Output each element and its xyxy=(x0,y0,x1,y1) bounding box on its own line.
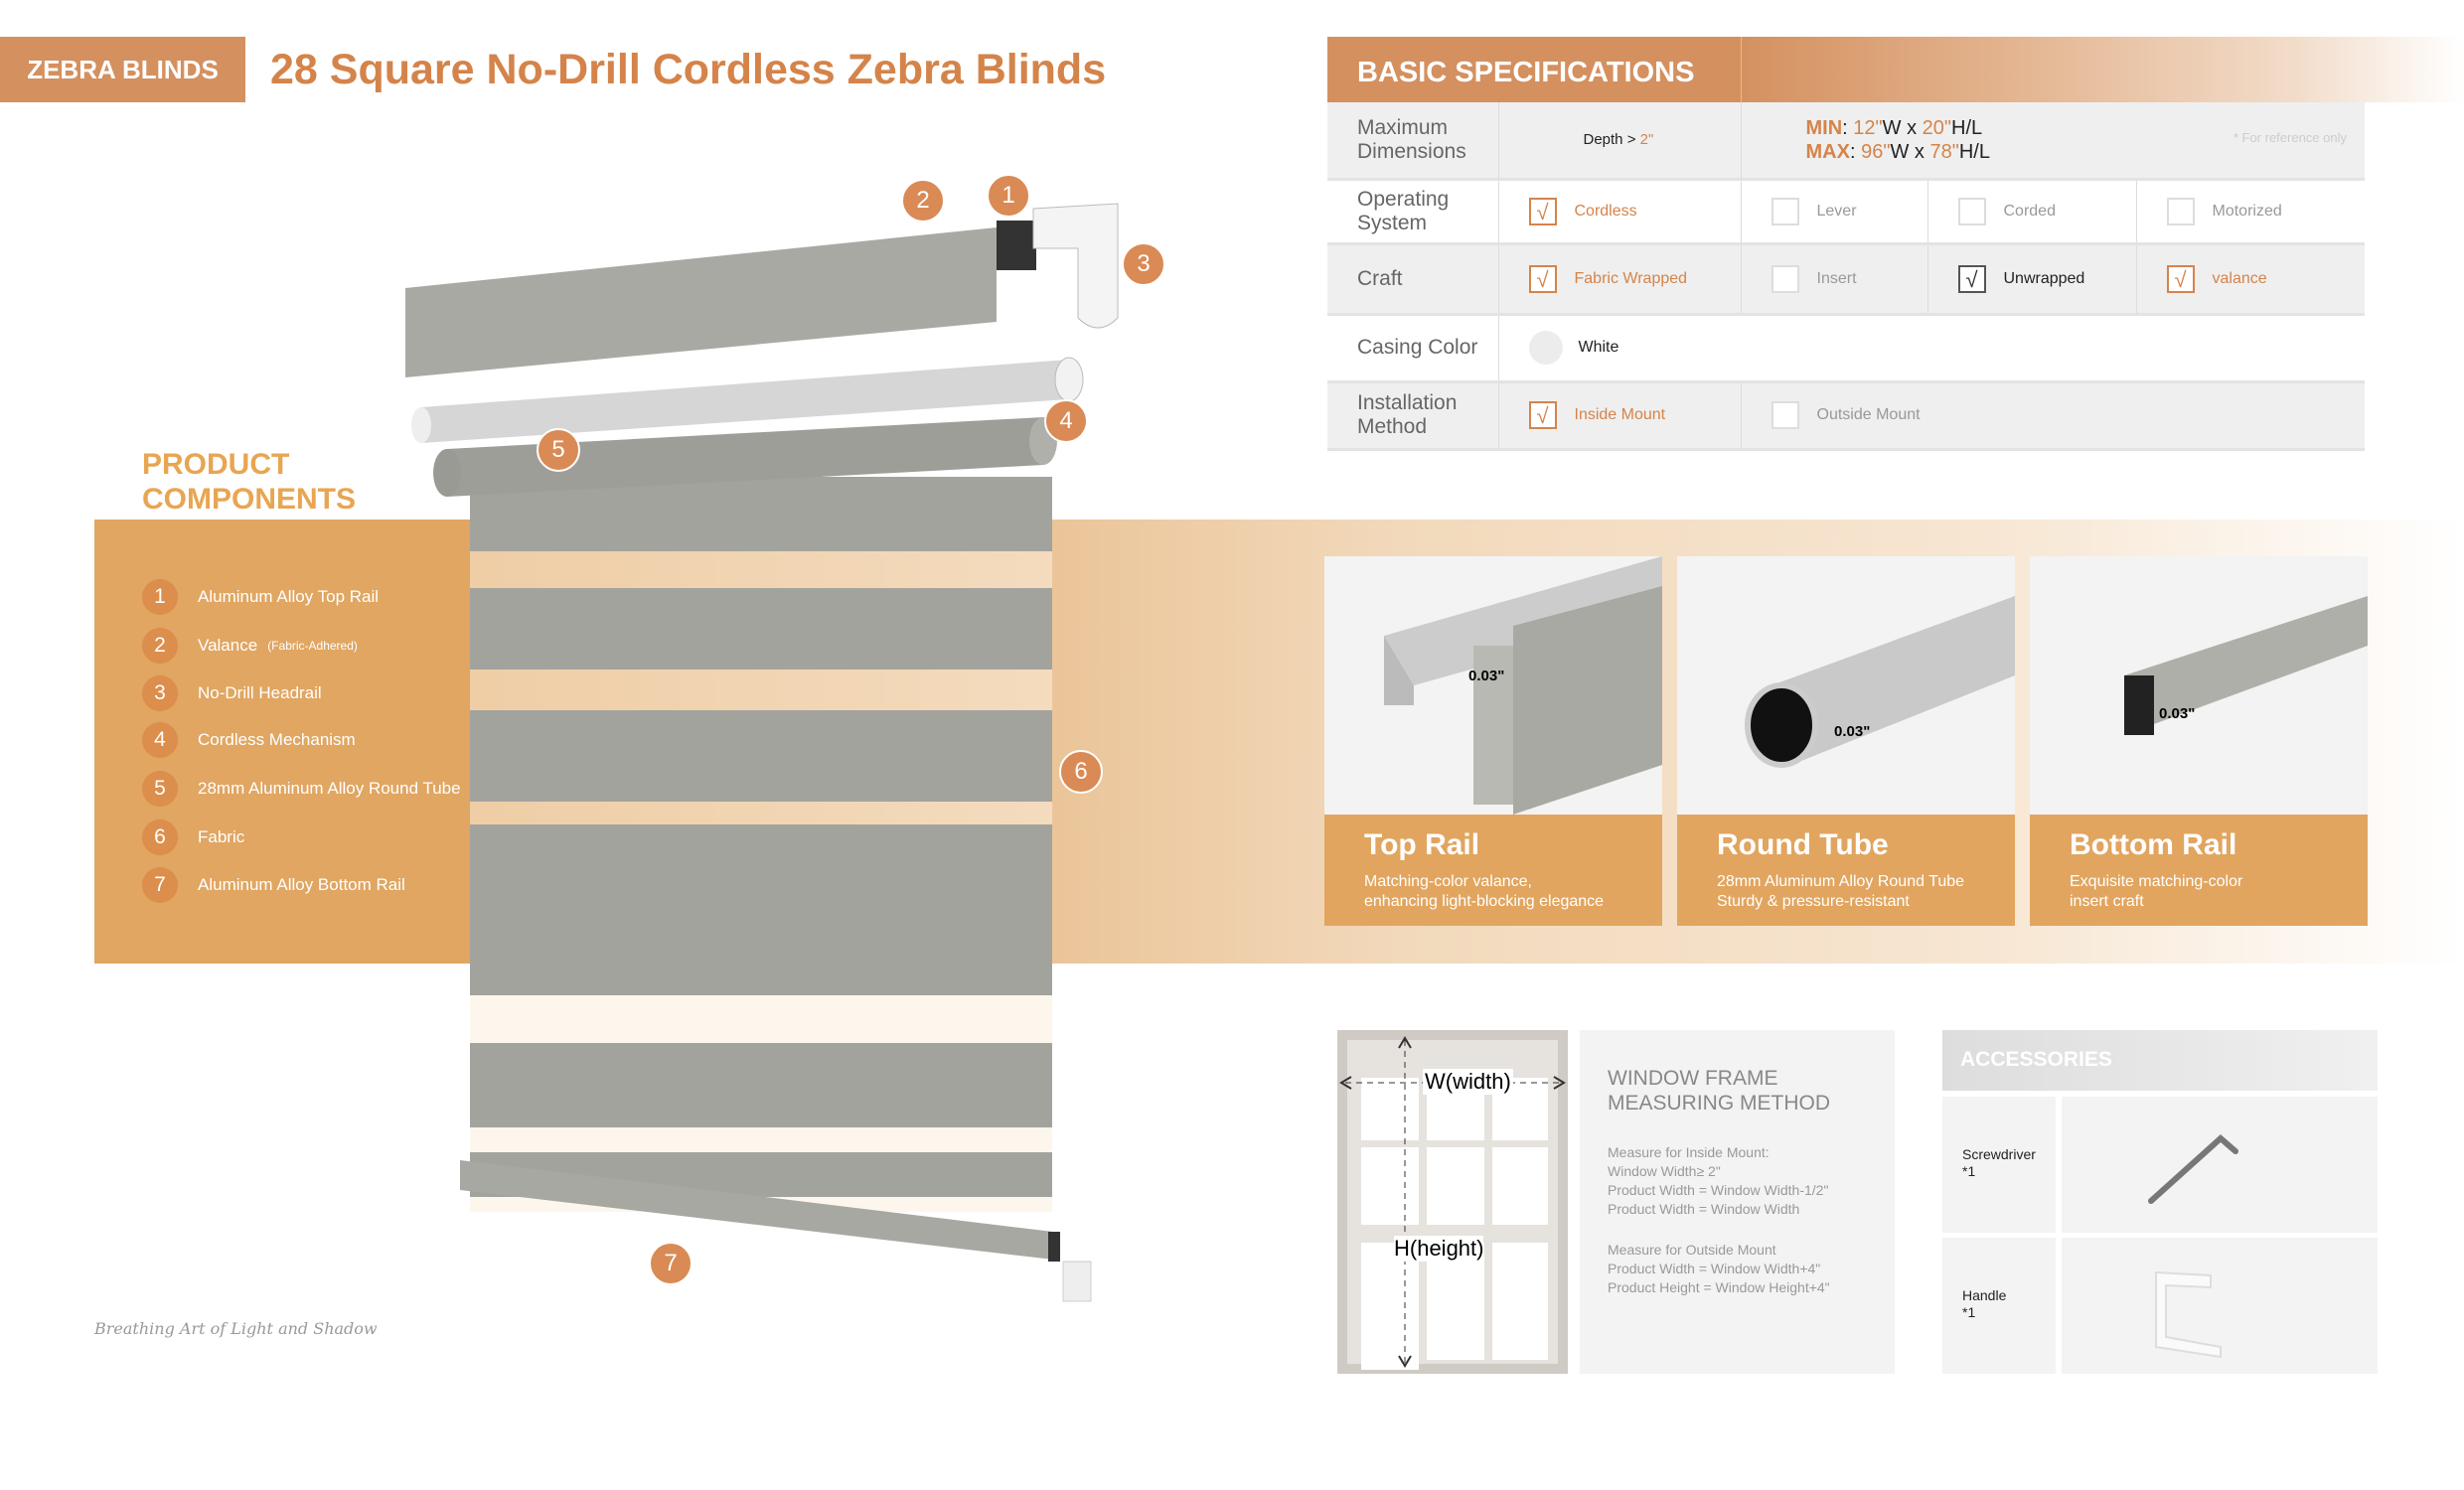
feature-card-round-tube: 0.03" Round Tube 28mm Aluminum Alloy Roun… xyxy=(1677,556,2015,926)
option-lever[interactable]: Lever xyxy=(1741,179,1928,245)
spec-row-operating: Operating System √Cordless Lever Corded … xyxy=(1327,179,2365,245)
height-label: H(height) xyxy=(1394,1236,1484,1262)
spec-row-craft: Craft √Fabric Wrapped Insert √Unwrapped … xyxy=(1327,243,2365,316)
accessory-item: Handle*1 xyxy=(1942,1238,2378,1374)
option-insert[interactable]: Insert xyxy=(1741,243,1928,316)
spec-label: Maximum Dimensions xyxy=(1327,102,1499,181)
callout-2: 2 xyxy=(901,179,945,223)
option-motorized[interactable]: Motorized xyxy=(2136,179,2365,245)
accessories-panel: ACCESSORIES Screwdriver*1 Handle*1 xyxy=(1942,1030,2378,1374)
option-fabric-wrapped[interactable]: √Fabric Wrapped xyxy=(1498,243,1742,316)
checkbox-empty-icon xyxy=(2166,197,2195,225)
signature-tagline: Breathing Art of Light and Shadow xyxy=(94,1319,378,1338)
option-unwrapped[interactable]: √Unwrapped xyxy=(1927,243,2137,316)
checkbox-empty-icon xyxy=(1957,197,1986,225)
callout-3: 3 xyxy=(1122,242,1165,286)
round-tube-image xyxy=(1745,596,2015,768)
option-corded[interactable]: Corded xyxy=(1927,179,2137,245)
callout-6: 6 xyxy=(1059,750,1103,794)
blind-illustration xyxy=(405,203,1119,1302)
casing-color: White xyxy=(1498,314,2365,383)
checkbox-checked-icon: √ xyxy=(1528,401,1557,429)
checkbox-checked-icon: √ xyxy=(1957,264,1986,293)
handle-icon xyxy=(2155,1270,2222,1359)
hex-key-icon xyxy=(2148,1133,2238,1204)
reference-note: * For reference only xyxy=(2233,129,2347,145)
spec-row-dimensions: Maximum Dimensions Depth > 2" MIN: 12"W … xyxy=(1327,102,2365,181)
color-swatch-icon xyxy=(1528,331,1563,365)
spec-label: Craft xyxy=(1327,243,1499,316)
dimension-label: 0.03" xyxy=(1468,668,1505,684)
checkbox-empty-icon xyxy=(1771,401,1799,429)
accessories-title: ACCESSORIES xyxy=(1942,1030,2378,1091)
checkbox-checked-icon: √ xyxy=(1528,264,1557,293)
option-cordless[interactable]: √Cordless xyxy=(1498,179,1742,245)
spec-row-installation: Installation Method √Inside Mount Outsid… xyxy=(1327,381,2365,451)
accessory-item: Screwdriver*1 xyxy=(1942,1097,2378,1233)
option-valance[interactable]: √valance xyxy=(2136,243,2365,316)
spec-row-casing: Casing Color White xyxy=(1327,314,2365,383)
checkbox-empty-icon xyxy=(1771,264,1799,293)
card-title: Bottom Rail xyxy=(2070,828,2237,861)
depth-value: Depth > 2" xyxy=(1498,102,1742,181)
spec-label: Operating System xyxy=(1327,179,1499,245)
callout-1: 1 xyxy=(987,174,1030,218)
inside-mount-instructions: Measure for Inside Mount:Window Width≥ 2… xyxy=(1608,1144,1829,1217)
size-range: MIN: 12"W x 20"H/L * For reference only … xyxy=(1741,102,2365,181)
checkbox-empty-icon xyxy=(1771,197,1799,225)
card-title: Round Tube xyxy=(1717,828,1889,861)
top-rail-image xyxy=(1384,556,1662,815)
callout-4: 4 xyxy=(1044,399,1088,443)
option-inside-mount[interactable]: √Inside Mount xyxy=(1498,381,1742,451)
width-label: W(width) xyxy=(1423,1069,1513,1095)
page-title: 28 Square No-Drill Cordless Zebra Blinds xyxy=(270,46,1107,93)
specs-title: BASIC SPECIFICATIONS xyxy=(1357,57,1695,88)
callout-5: 5 xyxy=(537,428,580,472)
card-desc: Matching-color valance,enhancing light-b… xyxy=(1364,873,1605,910)
bottom-rail-image xyxy=(2124,596,2368,735)
option-outside-mount[interactable]: Outside Mount xyxy=(1741,381,2365,451)
callout-7: 7 xyxy=(649,1242,693,1285)
dimension-label: 0.03" xyxy=(1834,723,1871,740)
spec-label: Casing Color xyxy=(1327,314,1499,383)
specs-header: BASIC SPECIFICATIONS xyxy=(1327,37,2464,102)
spec-label: Installation Method xyxy=(1327,381,1499,451)
checkbox-checked-icon: √ xyxy=(2166,264,2195,293)
specs-table: Maximum Dimensions Depth > 2" MIN: 12"W … xyxy=(1327,102,2365,451)
checkbox-checked-icon: √ xyxy=(1528,197,1557,225)
dimension-label: 0.03" xyxy=(2159,705,2196,722)
brand-tag: ZEBRA BLINDS xyxy=(0,37,245,102)
card-title: Top Rail xyxy=(1364,828,1480,861)
